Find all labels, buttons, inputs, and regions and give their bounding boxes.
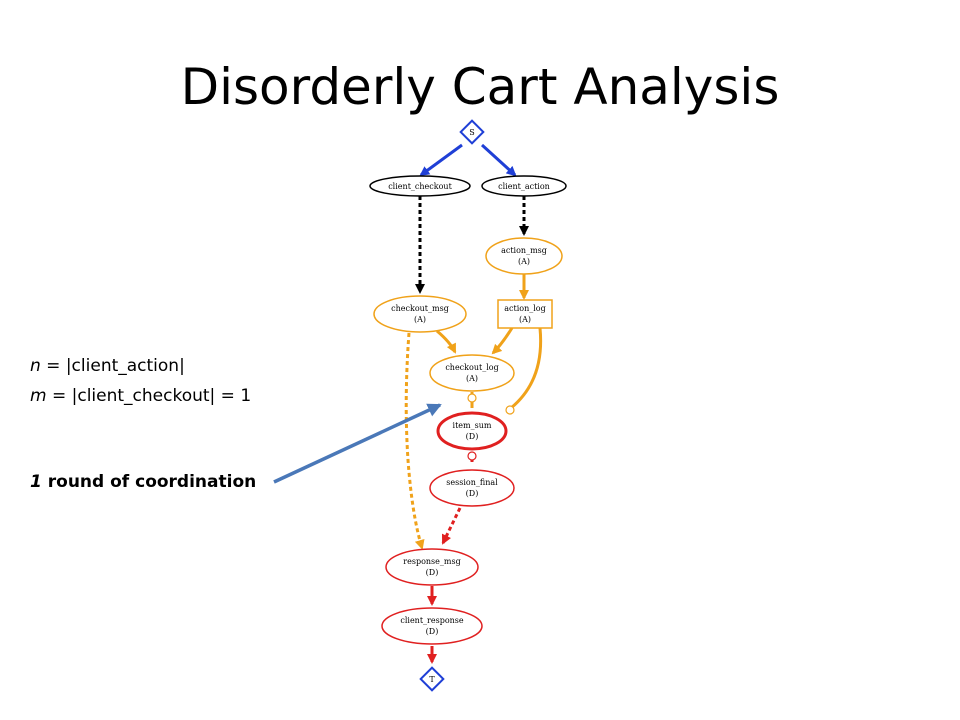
node-client-checkout-label: client_checkout — [388, 182, 452, 191]
node-client-checkout: client_checkout — [369, 175, 471, 197]
note-n-text: = |client_action| — [40, 356, 185, 376]
edge-action-log-to-checkout-log — [491, 327, 514, 355]
edge-s-to-client-checkout — [419, 143, 463, 177]
node-checkout-log-sub: (A) — [466, 374, 478, 383]
note-coordination: 1 round of coordination — [30, 472, 256, 492]
note-n-var: n — [30, 356, 41, 376]
node-action-log: action_log (A) — [497, 299, 553, 329]
coordination-markers — [467, 393, 515, 461]
node-action-log-sub: (A) — [519, 315, 531, 324]
note-m: m = |client_checkout| = 1 — [30, 386, 251, 406]
edge-s-to-client-action — [480, 143, 517, 177]
node-s-label: S — [469, 128, 474, 137]
node-checkout-msg-sub: (A) — [414, 315, 426, 324]
coord-circle-item-sum — [467, 451, 477, 461]
node-t: T — [419, 666, 445, 692]
node-response-msg-sub: (D) — [426, 568, 439, 577]
edge-action-log-to-item-sum — [510, 327, 543, 410]
node-checkout-log-label: checkout_log — [445, 363, 498, 372]
node-session-final-sub: (D) — [466, 489, 479, 498]
node-checkout-msg-label: checkout_msg — [391, 304, 449, 313]
coord-circle-checkout-log — [467, 393, 477, 403]
edge-checkout-msg-to-response-msg — [404, 332, 425, 550]
node-checkout-msg: checkout_msg (A) — [373, 295, 467, 333]
node-action-msg-label: action_msg — [501, 246, 547, 255]
note-m-text: = |client_checkout| = 1 — [46, 386, 252, 406]
slide-title: Disorderly Cart Analysis — [180, 58, 780, 116]
node-item-sum: item_sum (D) — [436, 411, 508, 451]
node-response-msg-label: response_msg — [403, 557, 460, 566]
note-n: n = |client_action| — [30, 356, 185, 376]
node-item-sum-sub: (D) — [466, 432, 479, 441]
node-client-action: client_action — [481, 175, 567, 197]
node-checkout-log: checkout_log (A) — [429, 354, 515, 392]
node-item-sum-label: item_sum — [453, 421, 492, 430]
note-m-var: m — [30, 386, 47, 406]
note-coord-count: 1 — [30, 472, 42, 492]
node-s: S — [459, 119, 485, 145]
node-session-final: session_final (D) — [429, 469, 515, 507]
node-response-msg: response_msg (D) — [385, 548, 479, 586]
node-client-response: client_response (D) — [381, 607, 483, 645]
edges — [404, 143, 543, 664]
node-action-msg-sub: (A) — [518, 257, 530, 266]
note-coord-text: round of coordination — [41, 472, 257, 492]
node-session-final-label: session_final — [446, 478, 498, 487]
edge-checkout-msg-to-checkout-log — [436, 329, 457, 354]
node-client-response-sub: (D) — [426, 627, 439, 636]
node-client-action-label: client_action — [498, 182, 550, 191]
node-action-msg: action_msg (A) — [485, 237, 563, 275]
edge-session-final-to-response-msg — [441, 507, 462, 545]
coord-circle-action-log — [505, 405, 515, 415]
callout-arrow — [273, 403, 442, 484]
node-client-response-label: client_response — [400, 616, 464, 625]
node-t-label: T — [429, 675, 435, 684]
node-action-log-label: action_log — [504, 304, 546, 313]
